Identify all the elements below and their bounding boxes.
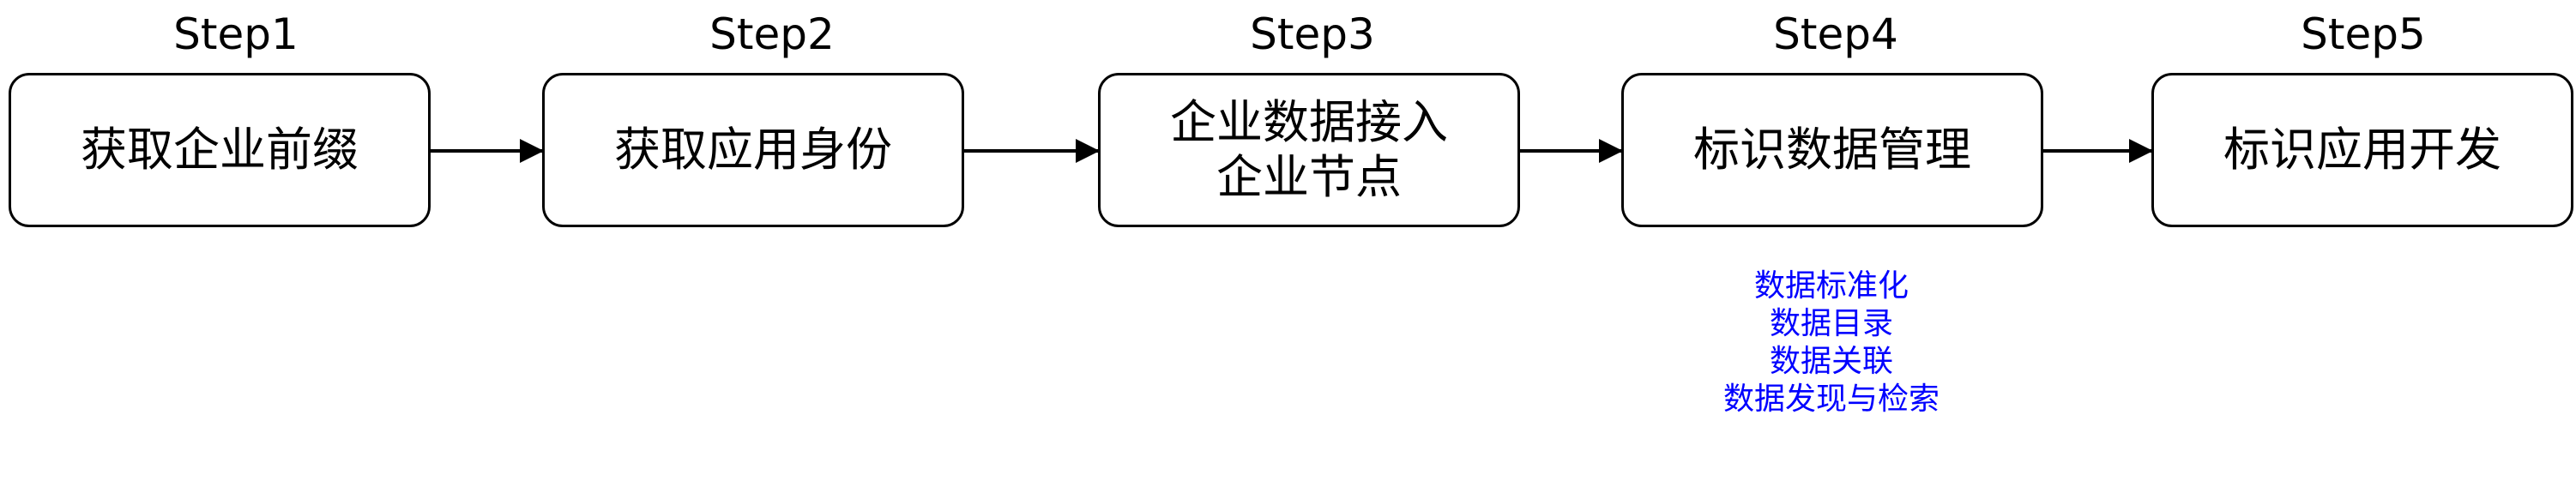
step2-label: 获取应用身份 [614,123,892,177]
step1-node: 获取企业前缀 [9,73,431,227]
step3-label: 企业数据接入 企业节点 [1170,95,1448,205]
connector-step2-step3 [964,139,1100,163]
step3-title: Step3 [1250,9,1375,59]
step4-annotation: 数据标准化 数据目录 数据关联 数据发现与检索 [1626,268,2037,418]
annotation-line-1: 数据标准化 [1753,268,1909,304]
annotation-line-2: 数据目录 [1769,306,1893,341]
connector-step4-step5 [2043,139,2153,163]
step3-label-line-2: 企业节点 [1216,150,1402,204]
step5-title: Step5 [2301,9,2426,59]
step1-title: Step1 [173,9,299,59]
step4-label: 标识数据管理 [1693,123,1971,177]
step1-label: 获取企业前缀 [81,123,359,177]
connector-step3-step4 [1520,139,1623,163]
connector-step1-step2 [431,139,544,163]
step2-title: Step2 [709,9,835,59]
annotation-line-4: 数据发现与检索 [1722,382,1940,417]
step3-node: 企业数据接入 企业节点 [1098,73,1520,227]
step3-label-line-1: 企业数据接入 [1170,95,1448,149]
step4-title: Step4 [1773,9,1898,59]
step5-node: 标识应用开发 [2151,73,2573,227]
annotation-line-3: 数据关联 [1769,344,1893,379]
step4-node: 标识数据管理 [1621,73,2043,227]
step5-label: 标识应用开发 [2223,123,2501,177]
step2-node: 获取应用身份 [542,73,964,227]
